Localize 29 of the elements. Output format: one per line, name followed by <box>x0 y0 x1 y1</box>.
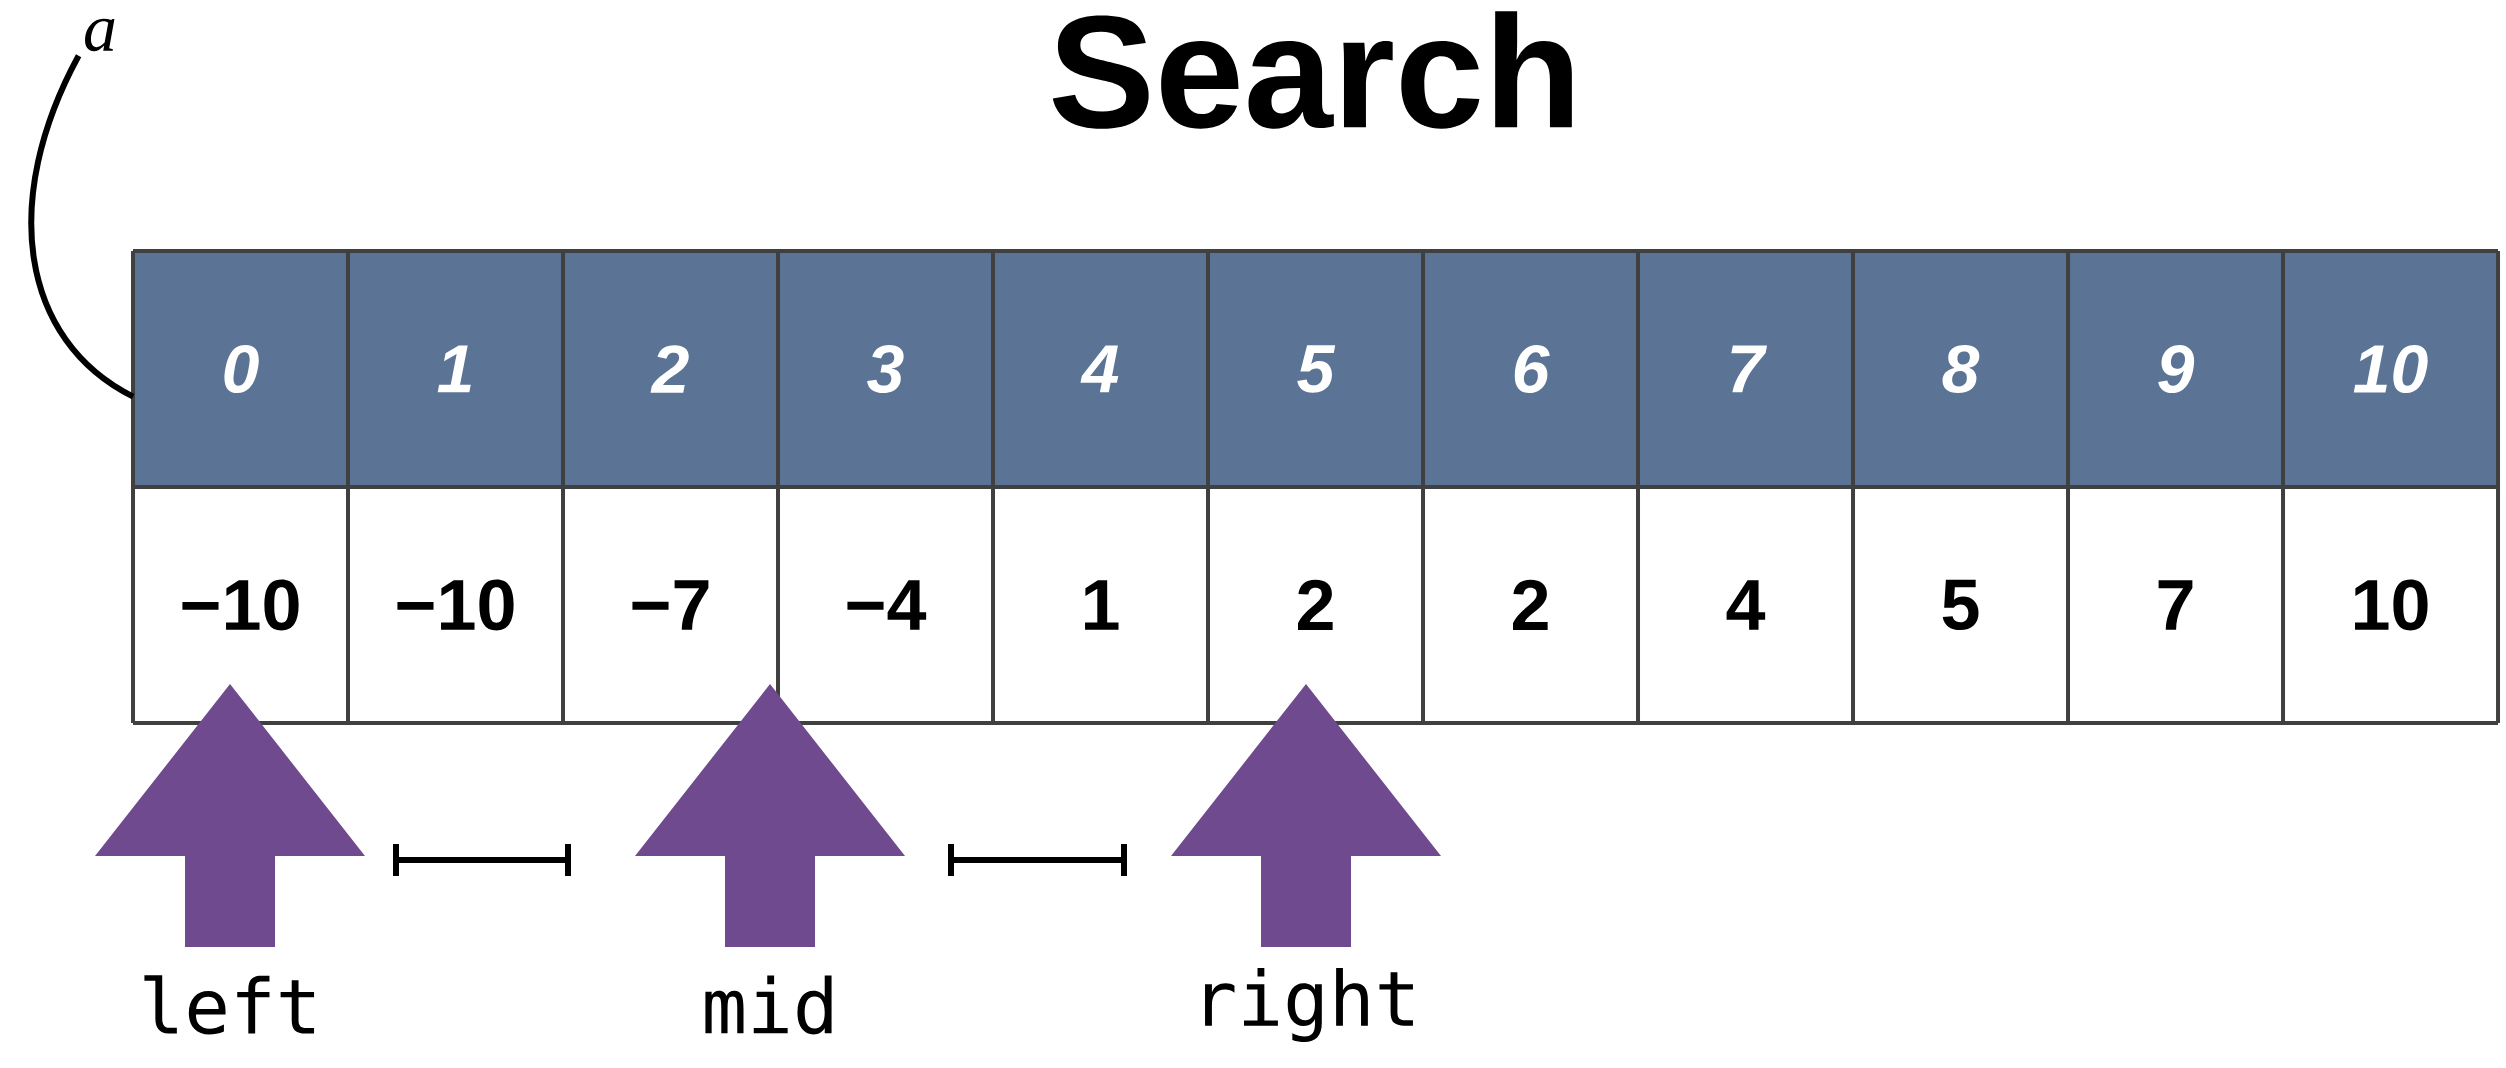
array-value: 7 <box>2158 580 2193 630</box>
array-value: −10 <box>397 579 514 631</box>
array-value: 4 <box>1726 580 1766 630</box>
index-number: 7 <box>1731 345 1768 393</box>
index-number: 6 <box>1514 344 1550 394</box>
array-value: −10 <box>182 579 299 631</box>
array-value: 1 <box>1085 580 1119 630</box>
index-number: 4 <box>1080 345 1119 393</box>
pointer-name: mid <box>705 975 832 1035</box>
index-number: 0 <box>224 344 259 394</box>
index-number: 2 <box>650 345 689 393</box>
index-number: 8 <box>1942 344 1980 394</box>
array-value: 2 <box>1298 579 1333 631</box>
index-number: 10 <box>2353 344 2428 394</box>
leader-line <box>28 54 135 400</box>
array-value: −4 <box>847 580 927 630</box>
pointer-name: right <box>1205 967 1413 1043</box>
pointer-name: left <box>144 975 315 1035</box>
index-number: 5 <box>1297 345 1336 393</box>
array-value: 2 <box>1513 579 1548 631</box>
index-number: 9 <box>2158 344 2195 394</box>
array-value: 5 <box>1942 579 1979 631</box>
index-number: 3 <box>867 344 904 394</box>
array-value: 10 <box>2355 579 2428 631</box>
variable-name: a <box>85 18 115 52</box>
title: Search <box>1052 11 1572 129</box>
index-number: 1 <box>437 345 471 393</box>
array-value: −7 <box>632 580 709 630</box>
array-table <box>131 249 2501 725</box>
